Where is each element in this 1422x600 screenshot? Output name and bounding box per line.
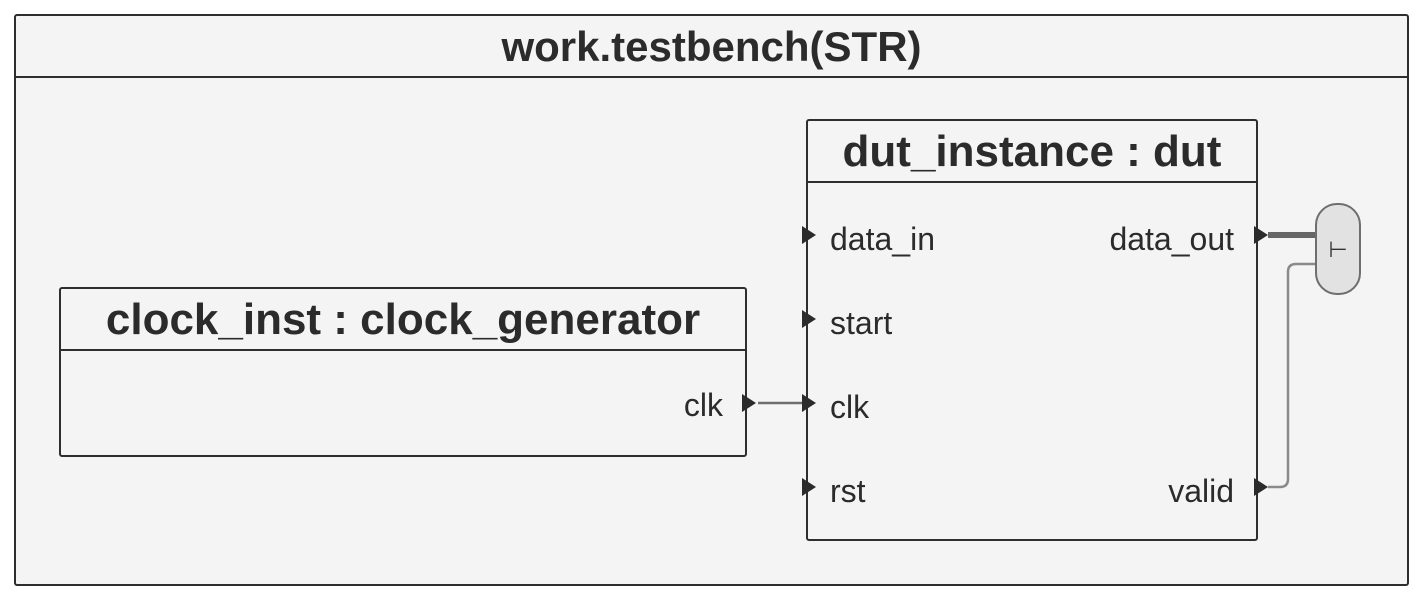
dut-port-data-in: data_in bbox=[830, 221, 935, 257]
dut-data-out-pin[interactable] bbox=[1254, 226, 1268, 244]
bundle-node[interactable]: ⊢ bbox=[1315, 203, 1361, 295]
dut-data-in-pin[interactable] bbox=[802, 226, 816, 244]
bundle-icon: ⊢ bbox=[1328, 237, 1348, 262]
clockgen-port-clk: clk bbox=[683, 387, 723, 423]
dut-start-pin[interactable] bbox=[802, 310, 816, 328]
clockgen-clk-pin[interactable] bbox=[742, 394, 756, 412]
dut-instance-block[interactable]: dut_instance : dut data_in start clk rst… bbox=[806, 119, 1258, 541]
dut-rst-pin[interactable] bbox=[802, 478, 816, 496]
testbench-title: work.testbench(STR) bbox=[16, 16, 1407, 78]
dut-port-valid: valid bbox=[1168, 473, 1234, 509]
clock-generator-block[interactable]: clock_inst : clock_generator clk bbox=[59, 287, 747, 457]
dut-port-start: start bbox=[830, 305, 893, 341]
dut-valid-pin[interactable] bbox=[1254, 478, 1268, 496]
dut-clk-pin[interactable] bbox=[802, 394, 816, 412]
valid-wire[interactable] bbox=[1268, 262, 1317, 489]
dut-port-data-out: data_out bbox=[1109, 221, 1234, 257]
clock-generator-title: clock_inst : clock_generator bbox=[61, 289, 745, 351]
dut-instance-title: dut_instance : dut bbox=[808, 121, 1256, 183]
dut-port-clk: clk bbox=[830, 389, 870, 425]
dut-port-rst: rst bbox=[830, 473, 866, 509]
